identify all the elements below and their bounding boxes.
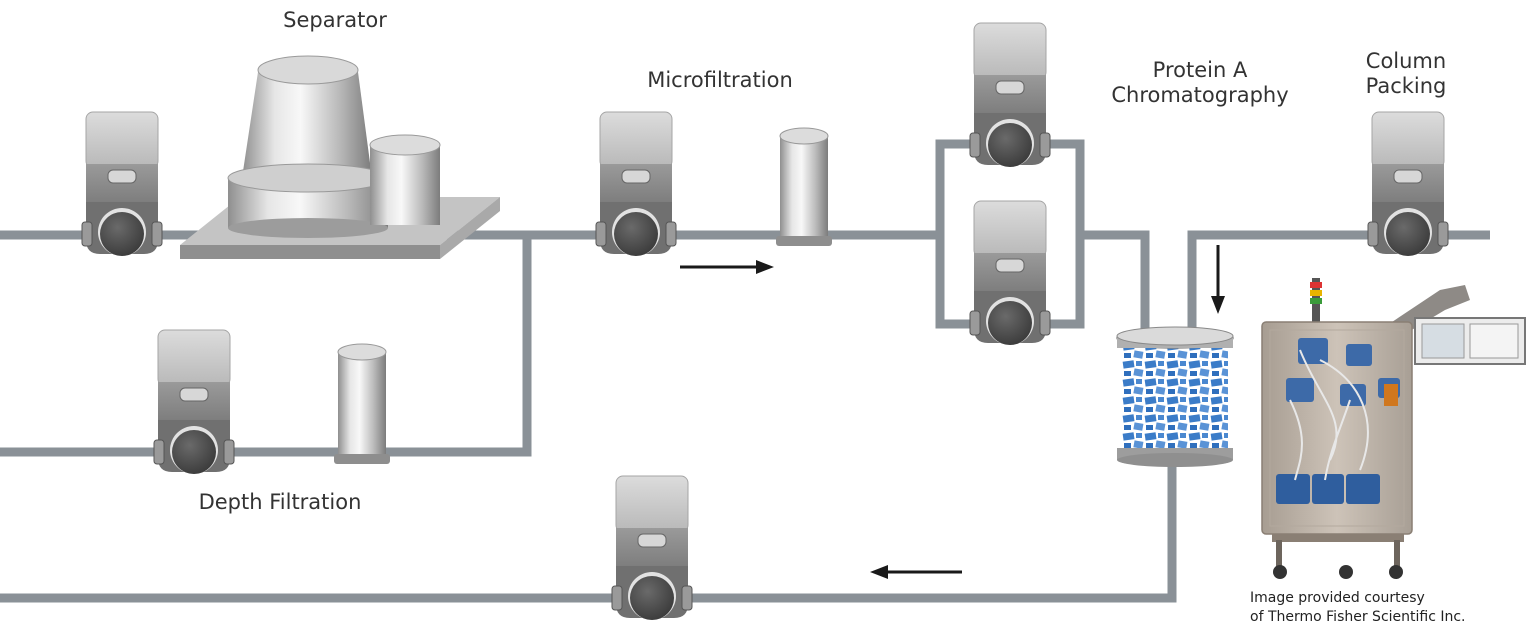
pump-column-packing	[1367, 111, 1449, 257]
bioprocess-system-photo	[1261, 278, 1526, 579]
protein-a-label-line2: Chromatography	[1111, 83, 1289, 107]
separator-label: Separator	[283, 8, 387, 32]
loop-to-column-pipe	[1080, 230, 1150, 335]
pump-protein-a-upper	[969, 22, 1051, 168]
depth-filtration-filter	[334, 343, 390, 464]
image-credit-line2: of Thermo Fisher Scientific Inc.	[1250, 609, 1466, 625]
column-packing-label-line1: Column	[1365, 49, 1447, 73]
depth-filtration-label: Depth Filtration	[198, 490, 362, 514]
pump-protein-a-lower	[969, 200, 1051, 346]
pump-microfiltration	[595, 111, 677, 257]
arrow-down	[1211, 245, 1225, 314]
chromatography-column	[1116, 326, 1234, 467]
arrow-left	[870, 565, 962, 579]
pump-1	[81, 111, 163, 257]
column-packing-label-line2: Packing	[1365, 74, 1447, 98]
pump-return	[611, 475, 693, 621]
microfiltration-label: Microfiltration	[647, 68, 793, 92]
pump-depth-filtration	[153, 329, 235, 475]
separator-unit	[180, 55, 500, 259]
microfiltration-filter	[776, 127, 832, 246]
return-pipe	[0, 460, 1177, 603]
flow-arrows	[680, 245, 1225, 579]
image-credit-line1: Image provided courtesy	[1250, 590, 1425, 606]
arrow-right	[680, 260, 774, 274]
protein-a-label-line1: Protein A	[1152, 58, 1248, 82]
depth-filtration-pipe	[0, 235, 532, 457]
